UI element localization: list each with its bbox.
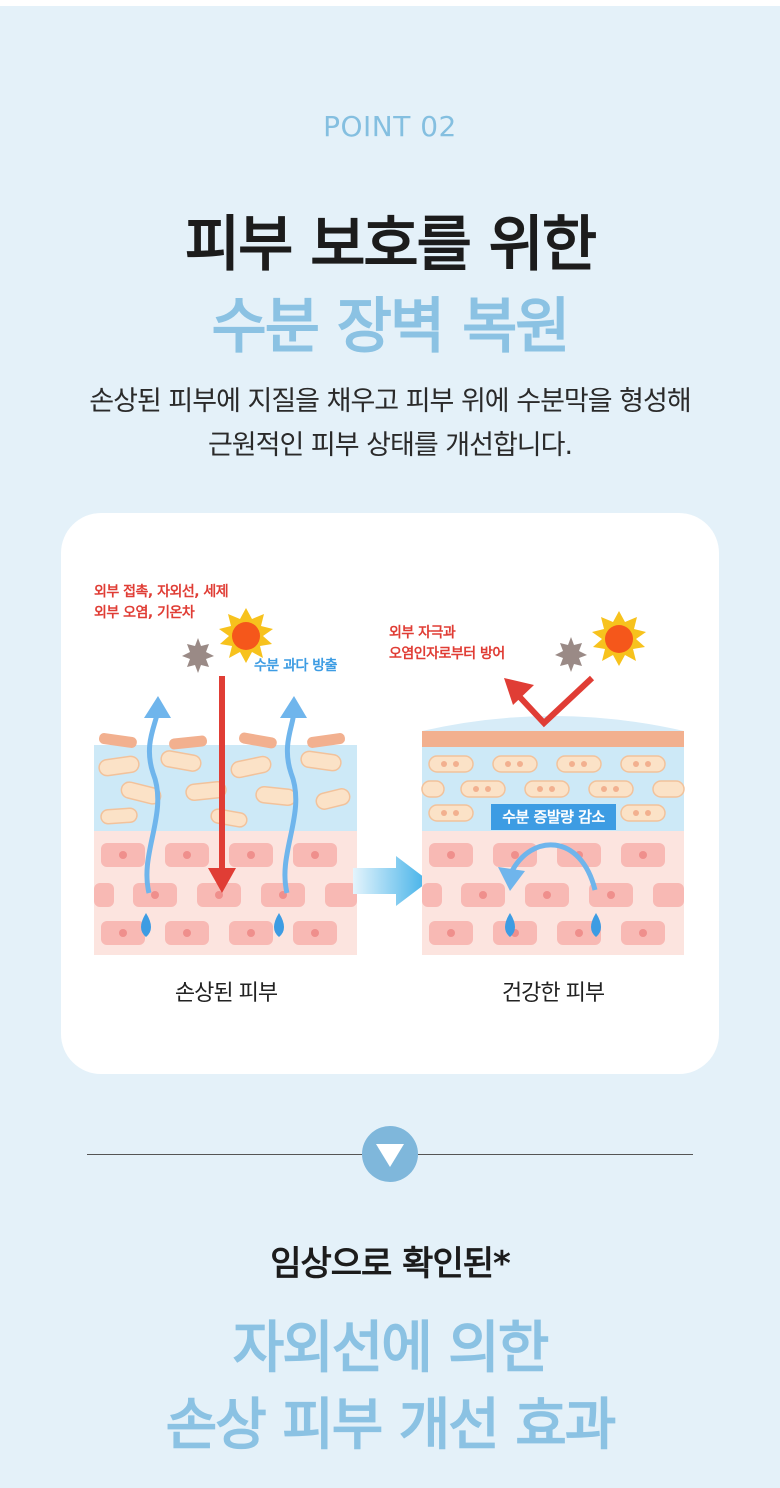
evaporation-reduction-badge: 수분 증발량 감소 xyxy=(491,804,616,830)
damaged-skin-illustration xyxy=(94,676,357,955)
left-aggressor-label: 외부 접촉, 자외선, 세제 외부 오염, 기온차 xyxy=(94,582,229,624)
description: 손상된 피부에 지질을 채우고 피부 위에 수분막을 형성해 근원적인 피부 상… xyxy=(0,380,780,468)
section-title-line2: 손상 피부 개선 효과 xyxy=(165,1393,617,1458)
section-subtitle: 임상으로 확인된* xyxy=(270,1244,511,1284)
right-defense-label: 외부 자극과 오염인자로부터 방어 xyxy=(389,623,505,665)
left-aggressor-line1: 외부 접촉, 자외선, 세제 xyxy=(94,584,229,600)
damaged-skin-caption: 손상된 피부 xyxy=(174,981,278,1006)
description-line2: 근원적인 피부 상태를 개선합니다. xyxy=(207,430,573,461)
top-border xyxy=(0,0,780,6)
section-title-line1: 자외선에 의한 xyxy=(232,1316,550,1381)
triangle-down-icon xyxy=(362,1126,418,1182)
divider-left xyxy=(87,1154,362,1155)
divider-right xyxy=(418,1154,693,1155)
sun-icon xyxy=(219,608,273,663)
right-defense-line1: 외부 자극과 xyxy=(389,625,456,641)
healthy-skin-caption: 건강한 피부 xyxy=(501,981,605,1006)
pollution-particle-icon-right xyxy=(555,637,587,672)
headline-line2: 수분 장벽 복원 xyxy=(211,292,571,362)
transition-arrow-icon xyxy=(353,856,429,906)
headline-line1: 피부 보호를 위한 xyxy=(184,210,597,280)
sun-icon-right xyxy=(592,611,646,666)
right-defense-line2: 오염인자로부터 방어 xyxy=(389,646,505,662)
description-line1: 손상된 피부에 지질을 채우고 피부 위에 수분막을 형성해 xyxy=(89,386,691,417)
left-aggressor-line2: 외부 오염, 기온차 xyxy=(94,605,195,621)
pollution-particle-icon xyxy=(182,638,214,673)
skin-diagram-card: 외부 접촉, 자외선, 세제 외부 오염, 기온차 수분 과다 방출 외부 자극… xyxy=(61,513,719,1074)
point-label: POINT 02 xyxy=(323,110,457,143)
water-loss-label: 수분 과다 방출 xyxy=(254,658,338,674)
